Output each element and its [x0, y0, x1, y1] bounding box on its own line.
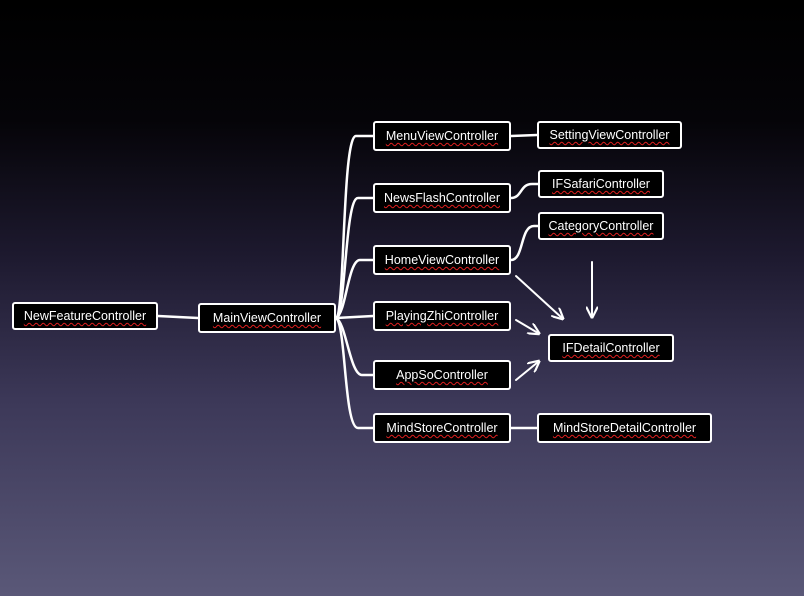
node-label: IFDetailController	[562, 341, 660, 355]
edge-homeview-category	[509, 224, 540, 262]
arrow-playingzhi-ifdetail	[515, 319, 538, 333]
node-label: MainViewController	[212, 311, 322, 325]
arrow-appso-ifdetail	[515, 362, 538, 381]
node-mind-store-detail-controller: MindStoreDetailController	[537, 413, 712, 443]
node-label: NewFeatureController	[23, 309, 147, 323]
node-label: PlayingZhiController	[385, 309, 499, 323]
node-setting-view-controller: SettingViewController	[537, 121, 682, 149]
node-label: IFSafariController	[552, 177, 650, 191]
edge-newsflash-ifsafari	[509, 182, 540, 200]
node-home-view-controller: HomeViewController	[373, 245, 511, 275]
node-main-view-controller: MainViewController	[198, 303, 336, 333]
node-if-detail-controller: IFDetailController	[548, 334, 674, 362]
arrow-homeview-ifdetail	[515, 275, 562, 318]
node-if-safari-controller: IFSafariController	[538, 170, 664, 198]
node-playing-zhi-controller: PlayingZhiController	[373, 301, 511, 331]
node-label: MindStoreController	[386, 421, 498, 435]
edge-main-homeview	[334, 258, 375, 320]
node-label: MindStoreDetailController	[552, 421, 697, 435]
node-label: MenuViewController	[385, 129, 499, 143]
node-menu-view-controller: MenuViewController	[373, 121, 511, 151]
node-app-so-controller: AppSoController	[373, 360, 511, 390]
node-label: CategoryController	[548, 219, 654, 233]
node-mind-store-controller: MindStoreController	[373, 413, 511, 443]
edge-main-mindstore	[334, 316, 375, 430]
edge-main-newsflash	[334, 196, 375, 320]
node-label: SettingViewController	[549, 128, 670, 142]
node-label: AppSoController	[396, 368, 488, 382]
node-label: HomeViewController	[384, 253, 500, 267]
node-news-flash-controller: NewsFlashController	[373, 183, 511, 213]
node-new-feature-controller: NewFeatureController	[12, 302, 158, 330]
edge-main-playingzhi	[334, 314, 375, 320]
node-label: NewsFlashController	[383, 191, 500, 205]
node-category-controller: CategoryController	[538, 212, 664, 240]
edge-menuview-settingview	[509, 133, 539, 138]
edge-newfeature-main	[156, 314, 200, 320]
